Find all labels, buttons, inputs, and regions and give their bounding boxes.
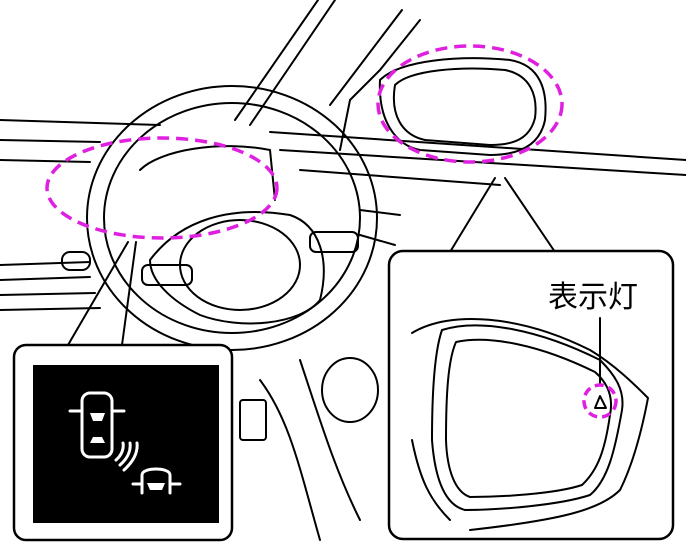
indicator-highlight <box>582 383 618 419</box>
steering-wheel <box>86 85 378 351</box>
indicator-label: 表示灯 <box>548 280 638 315</box>
mirror-closeup-inset <box>387 249 675 541</box>
meter-callout-lines <box>67 241 137 346</box>
dashboard-lines <box>0 0 686 541</box>
blind-spot-monitor-icon <box>68 391 182 495</box>
mirror-highlight <box>376 44 564 164</box>
mirror-callout-lines <box>449 177 556 253</box>
meter-display-inset <box>12 343 234 542</box>
indicator-triangle-icon <box>594 395 607 409</box>
meter-highlight <box>45 136 279 240</box>
